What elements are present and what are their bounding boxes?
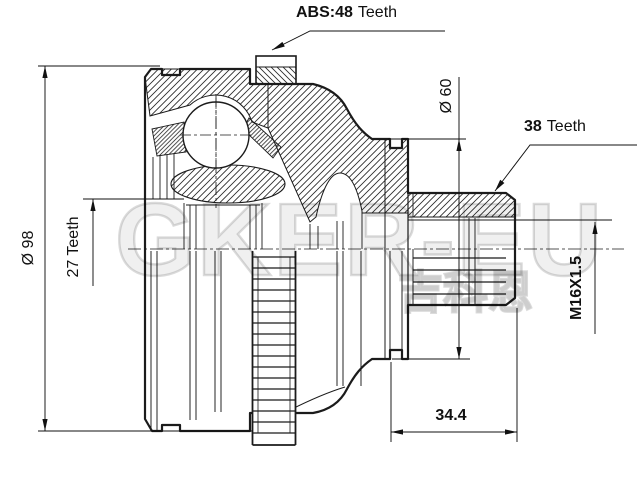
cage-and-inner-race-section (151, 117, 286, 204)
outer-spline-teeth-count: 38 (524, 118, 542, 135)
outer-race-section (144, 68, 516, 223)
dimension-arrowheads (42, 41, 598, 435)
abs-teeth-count: ABS:48 (296, 4, 353, 21)
boot-flange-section (384, 138, 409, 214)
inner-race-section (170, 164, 286, 204)
abs-ring-section (255, 55, 297, 85)
center-axis (128, 94, 624, 250)
flange-diameter-label: Ø 60 (438, 78, 455, 114)
thread-spec-label: M16X1.5 (568, 255, 585, 321)
inner-spline-teeth-label: 27 Teeth (65, 216, 82, 278)
dimension-lines (38, 30, 637, 442)
external-view-lines (150, 249, 506, 430)
outer-diameter-label: Ø 98 (20, 230, 37, 266)
shaft-spline-section (407, 192, 516, 218)
spline-length-label: 34.4 (435, 407, 467, 424)
abs-ring-teeth-band (251, 251, 297, 446)
